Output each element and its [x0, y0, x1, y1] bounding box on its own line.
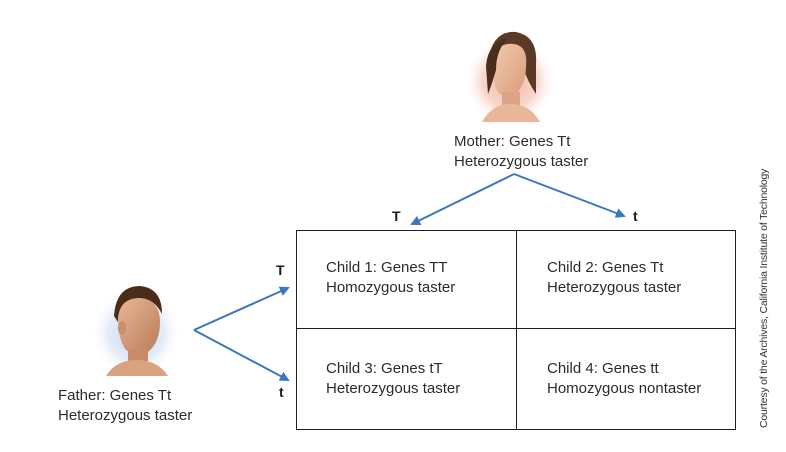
allele-father-T: T	[276, 262, 285, 278]
mother-genes-label: Mother: Genes Tt	[454, 133, 571, 150]
child-2-cell: Child 2: Genes Tt Heterozygous taster	[517, 230, 737, 330]
allele-mother-t: t	[633, 208, 638, 224]
allele-mother-T: T	[392, 208, 401, 224]
mother-portrait	[464, 31, 556, 122]
grid-divider-horizontal	[296, 328, 736, 329]
child-3-phenotype: Heterozygous taster	[326, 380, 461, 397]
child-4-genes: Child 4: Genes tt	[547, 360, 659, 377]
child-3-genes: Child 3: Genes tT	[326, 360, 443, 377]
child-4-phenotype: Homozygous nontaster	[547, 380, 702, 397]
child-1-cell: Child 1: Genes TT Homozygous taster	[296, 230, 516, 330]
father-portrait	[90, 282, 182, 376]
child-3-cell: Child 3: Genes tT Heterozygous taster	[296, 329, 516, 429]
father-arrow-t	[193, 329, 290, 381]
child-1-phenotype: Homozygous taster	[326, 279, 456, 296]
allele-father-t: t	[279, 384, 284, 400]
image-credit: Courtesy of the Archives, California Ins…	[758, 168, 770, 428]
child-4-cell: Child 4: Genes tt Homozygous nontaster	[517, 329, 737, 429]
father-arrow-T	[193, 286, 290, 331]
father-genes-label: Father: Genes Tt	[58, 387, 172, 404]
grid-divider-vertical	[516, 230, 517, 430]
child-2-genes: Child 2: Genes Tt	[547, 259, 664, 276]
father-phenotype-label: Heterozygous taster	[58, 407, 193, 424]
mother-arrow-T	[410, 173, 515, 225]
child-1-genes: Child 1: Genes TT	[326, 259, 448, 276]
mother-arrow-t	[513, 173, 626, 218]
child-2-phenotype: Heterozygous taster	[547, 279, 682, 296]
mother-phenotype-label: Heterozygous taster	[454, 153, 589, 170]
